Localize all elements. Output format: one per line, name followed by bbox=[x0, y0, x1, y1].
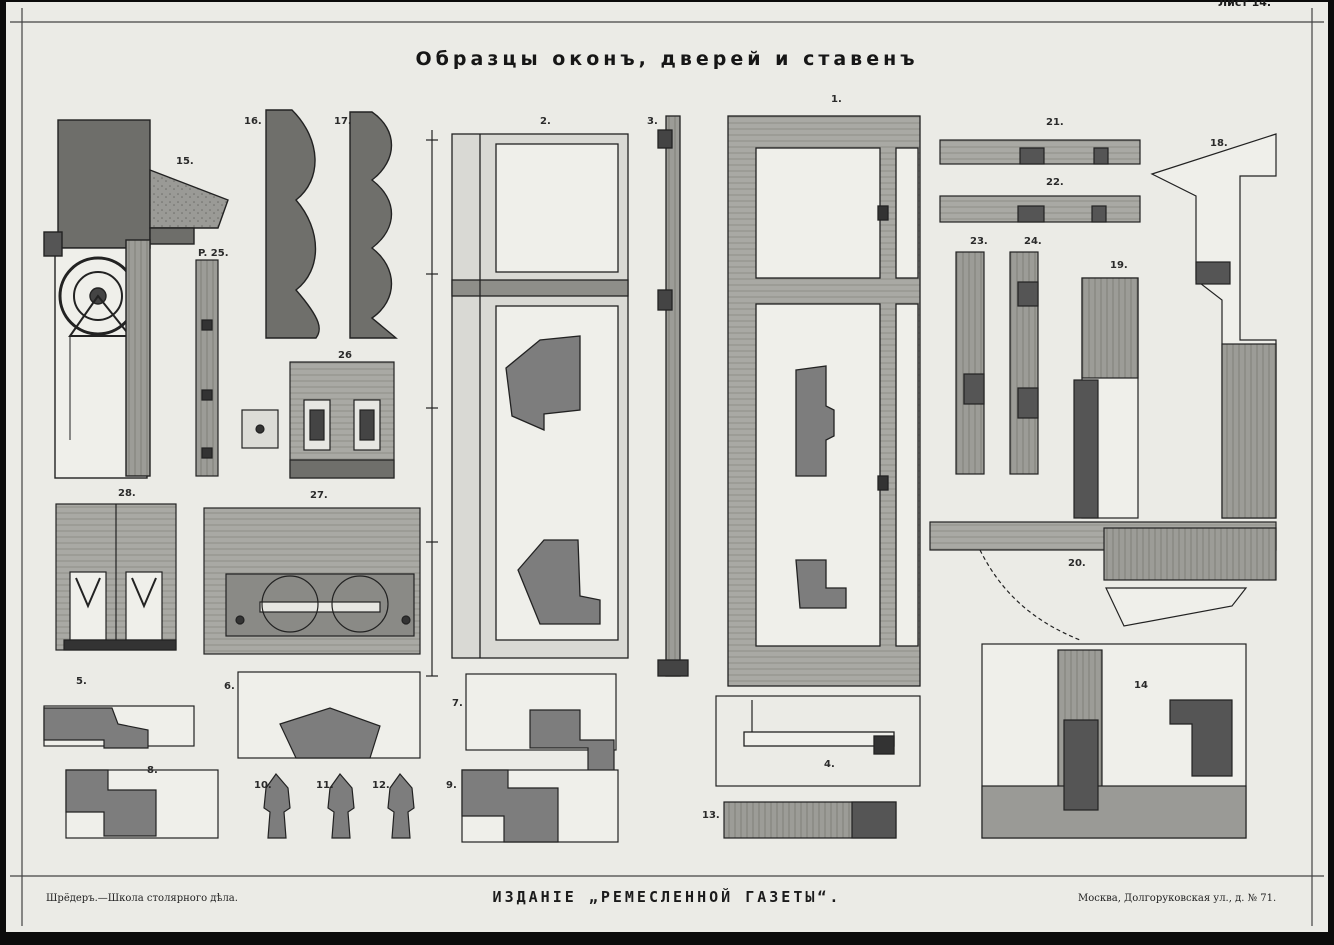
figure-27-drawing bbox=[203, 507, 421, 655]
figure-label: 23. bbox=[970, 236, 988, 247]
figure-14-drawing bbox=[981, 643, 1247, 839]
figure-7-drawing bbox=[465, 673, 617, 773]
figure-label: 7. bbox=[452, 698, 463, 709]
figure-label: P. 25. bbox=[198, 248, 229, 259]
figure-label: 12. bbox=[372, 780, 390, 791]
figure-label: 2. bbox=[540, 116, 551, 127]
figure-label: 15. bbox=[176, 156, 194, 167]
plate-title: Образцы оконъ, дверей и ставенъ bbox=[415, 48, 919, 70]
sheet-number: Лист 14. bbox=[1218, 0, 1272, 9]
scale-bar bbox=[426, 130, 438, 677]
figure-label: 14 bbox=[1134, 680, 1148, 691]
figure-3-drawing bbox=[657, 115, 689, 677]
figure-10-drawing bbox=[263, 773, 291, 839]
figure-4-drawing bbox=[715, 695, 921, 787]
figure-28-drawing bbox=[55, 503, 177, 651]
footer-address: Москва, Долгоруковская ул., д. № 71. bbox=[1078, 893, 1277, 904]
footer-publisher: ИЗДАНІЕ „РЕМЕСЛЕННОЙ ГАЗЕТЫ“. bbox=[492, 888, 842, 906]
figure-label: 24. bbox=[1024, 236, 1042, 247]
figure-label: 13. bbox=[702, 810, 720, 821]
figure-label: 18. bbox=[1210, 138, 1228, 149]
figure-label: 10. bbox=[254, 780, 272, 791]
figure-label: 6. bbox=[224, 681, 235, 692]
figure-16-drawing bbox=[265, 109, 320, 339]
plate-border bbox=[10, 8, 1324, 926]
figure-5-drawing bbox=[43, 705, 195, 749]
figure-label: 9. bbox=[446, 780, 457, 791]
figure-label: 8. bbox=[147, 765, 158, 776]
figure-12-drawing bbox=[387, 773, 415, 839]
footer-author: Шрёдеръ.—Школа столярного дѣла. bbox=[46, 893, 238, 904]
figure-label: 11. bbox=[316, 780, 334, 791]
figure-19-drawing bbox=[1073, 277, 1139, 519]
figure-13-drawing bbox=[723, 801, 897, 839]
figure-label: 17. bbox=[334, 116, 352, 127]
figure-20-drawing bbox=[929, 521, 1277, 641]
figure-15-drawing bbox=[43, 119, 229, 479]
figure-label: 20. bbox=[1068, 558, 1086, 569]
figure-23-drawing bbox=[955, 251, 985, 475]
figure-8-drawing bbox=[65, 769, 219, 839]
figure-label: 27. bbox=[310, 490, 328, 501]
figure-label: 5. bbox=[76, 676, 87, 687]
figure-24-drawing bbox=[1009, 251, 1039, 475]
figure-label: 21. bbox=[1046, 117, 1064, 128]
figure-11-drawing bbox=[327, 773, 355, 839]
figure-9-drawing bbox=[461, 769, 619, 843]
figure-label: 22. bbox=[1046, 177, 1064, 188]
figure-label: 19. bbox=[1110, 260, 1128, 271]
figure-label: 4. bbox=[824, 759, 835, 770]
figure-25-drawing bbox=[195, 259, 219, 477]
figure-label: 1. bbox=[831, 94, 842, 105]
figure-18-drawing bbox=[1150, 133, 1277, 519]
figure-22-drawing bbox=[939, 195, 1141, 223]
figure-17-drawing bbox=[349, 111, 398, 339]
figure-label: 3. bbox=[647, 116, 658, 127]
figure-21-drawing bbox=[939, 139, 1141, 165]
figure-1-drawing bbox=[727, 115, 921, 755]
figure-label: 28. bbox=[118, 488, 136, 499]
figure-label: 26 bbox=[338, 350, 352, 361]
figure-26-drawing bbox=[241, 361, 395, 479]
figure-6-drawing bbox=[237, 671, 421, 759]
figure-label: 16. bbox=[244, 116, 262, 127]
figure-2-drawing bbox=[451, 133, 629, 659]
